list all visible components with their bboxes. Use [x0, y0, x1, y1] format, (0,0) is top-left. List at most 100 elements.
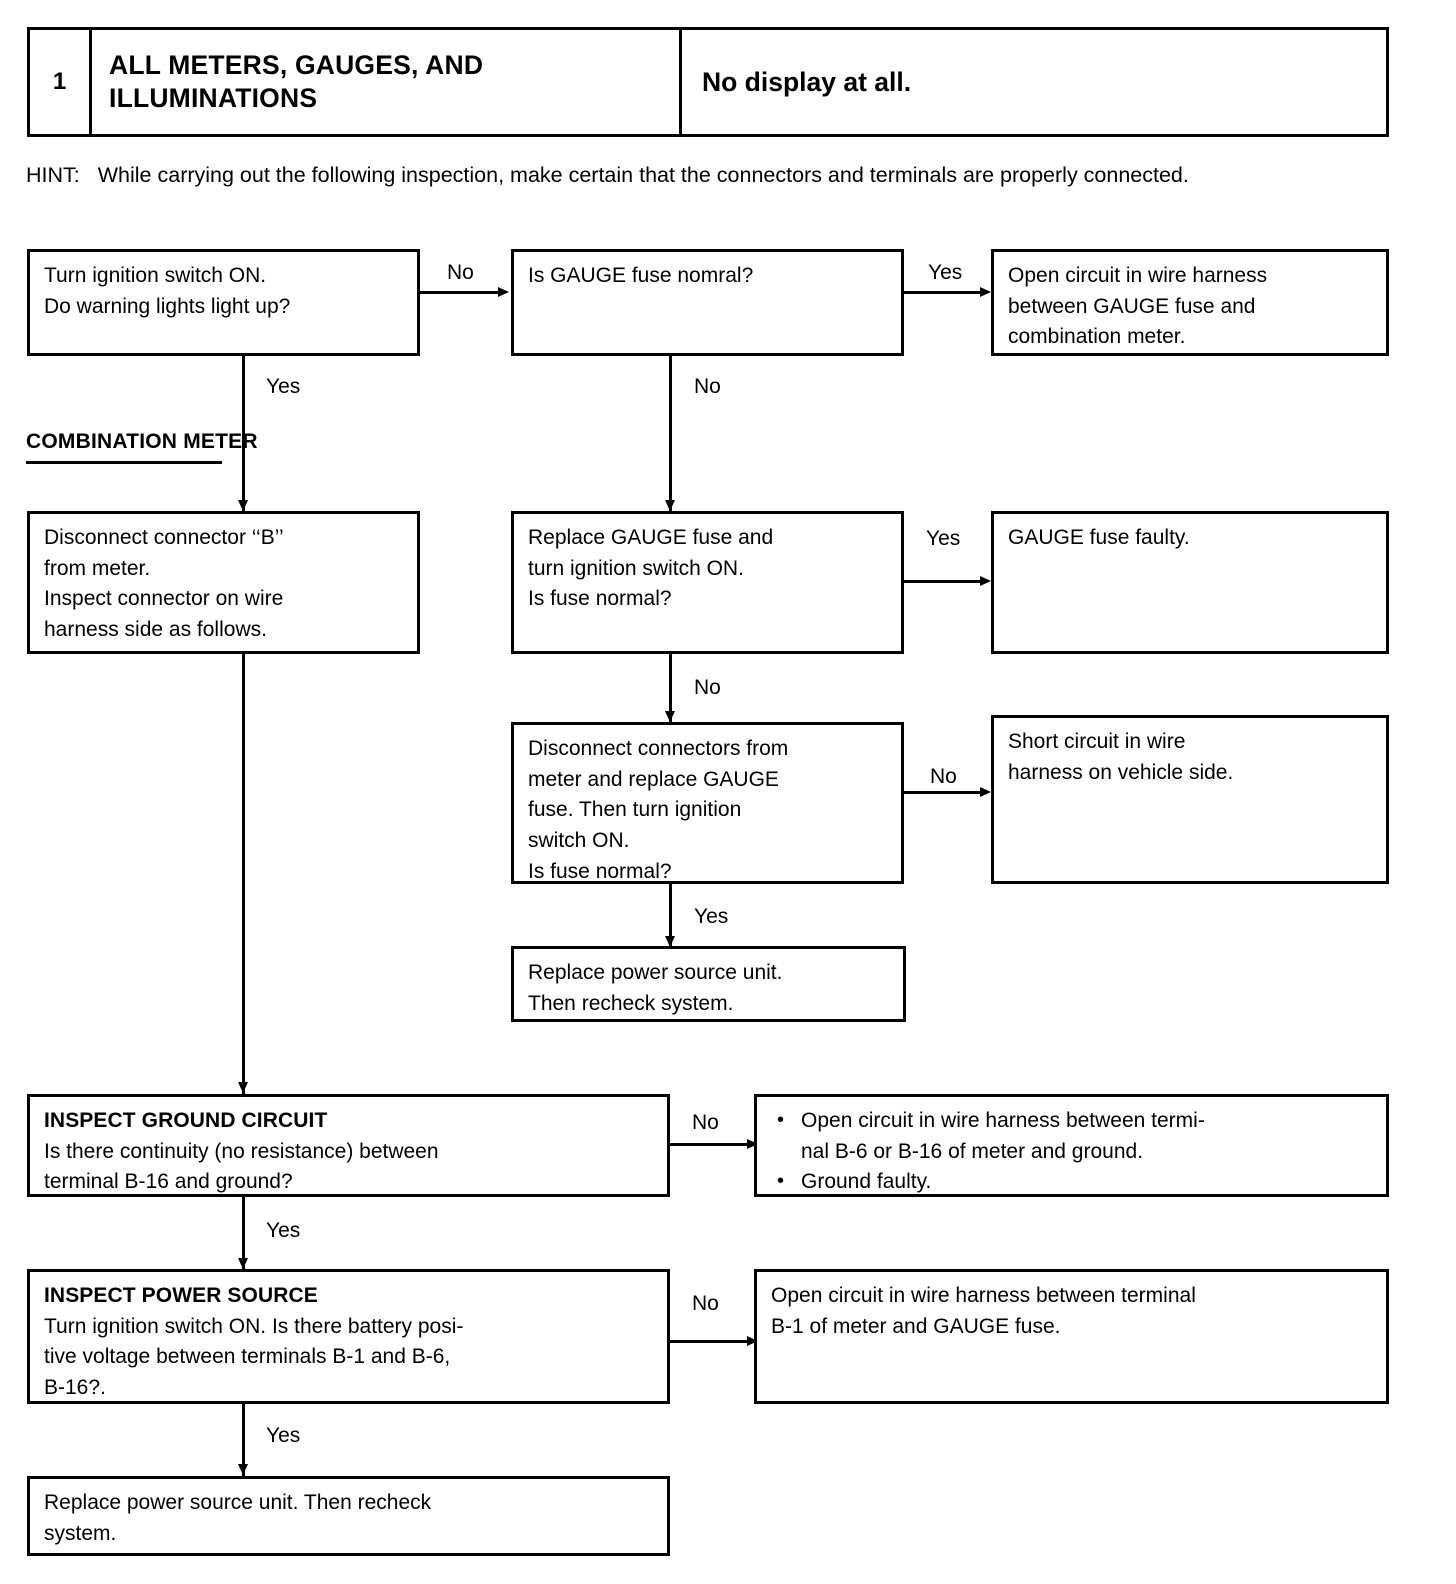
box-line: Disconnect connectors from	[528, 737, 789, 760]
arrowhead-b12-to-b14	[238, 1464, 248, 1475]
list-item-line: nal B-6 or B-16 of meter and ground.	[801, 1139, 1144, 1163]
box-line: Is GAUGE fuse nomral?	[528, 264, 754, 287]
edge-label-yes-b5-b6: Yes	[926, 527, 961, 550]
bullet-icon: •	[777, 1170, 785, 1193]
edge-label-no-b10-b11: No	[692, 1111, 719, 1134]
connector-b4-to-b10	[242, 654, 245, 1094]
edge-label-yes-b10-b12: Yes	[266, 1219, 301, 1242]
edge-label-no-b2-b5: No	[694, 375, 721, 398]
box-line: Replace power source unit.	[528, 961, 783, 984]
box-line: Replace power source unit. Then recheck	[44, 1491, 432, 1514]
connector-b12-to-b13	[670, 1340, 747, 1343]
box-title: INSPECT GROUND CIRCUIT	[44, 1109, 328, 1132]
box-line: Is fuse normal?	[528, 587, 672, 611]
box-line: Is there continuity (no resistance) betw…	[44, 1139, 439, 1163]
connector-b1-to-b4	[242, 356, 245, 511]
box-disconnect-connector-b-from-meter: Disconnect connector ‘‘B’’ from meter. I…	[27, 511, 420, 654]
box-replace-gauge-fuse-turn-ignition: Replace GAUGE fuse and turn ignition swi…	[511, 511, 904, 654]
connector-b7-to-b9	[669, 884, 672, 946]
box-replace-power-source-unit-final: Replace power source unit. Then recheck …	[27, 1476, 670, 1556]
step-number-cell: 1	[30, 30, 92, 134]
box-open-circuit-gauge-fuse-combination-meter: Open circuit in wire harness between GAU…	[991, 249, 1389, 356]
section-label-combination-meter: COMBINATION METER	[26, 428, 258, 465]
box-line: Then recheck system.	[528, 991, 734, 1015]
box-replace-power-source-unit-recheck: Replace power source unit. Then recheck …	[511, 946, 906, 1022]
arrowhead-b1-to-b2	[498, 287, 509, 297]
arrowhead-b5-to-b6	[980, 576, 991, 586]
box-inspect-ground-circuit: INSPECT GROUND CIRCUIT Is there continui…	[27, 1094, 670, 1197]
system-title-line-2: ILLUMINATIONS	[109, 83, 318, 113]
box-short-circuit-vehicle-side: Short circuit in wire harness on vehicle…	[991, 715, 1389, 884]
arrowhead-b2-to-b5	[665, 500, 675, 511]
connector-b7-to-b8	[904, 791, 980, 794]
box-line: combination meter.	[1008, 325, 1186, 349]
connector-b12-to-b14	[242, 1404, 245, 1476]
list-item-line: Ground faulty.	[801, 1170, 932, 1194]
edge-label-no-b1-b2: No	[447, 261, 474, 284]
section-label-line-1: COMBINATION	[26, 430, 178, 453]
box-line: from meter.	[44, 556, 151, 580]
box-gauge-fuse-faulty: GAUGE fuse faulty.	[991, 511, 1389, 654]
box-line: Open circuit in wire harness	[1008, 264, 1268, 287]
arrowhead-b5-to-b7	[665, 711, 675, 722]
box-line: Turn ignition switch ON. Is there batter…	[44, 1314, 464, 1338]
fault-list: • Open circuit in wire harness between t…	[771, 1106, 1374, 1198]
arrowhead-b4-to-b10	[238, 1082, 248, 1093]
box-line: Do warning lights light up?	[44, 294, 291, 318]
edge-label-no-b5-b7: No	[694, 676, 721, 699]
list-item: • Open circuit in wire harness between t…	[771, 1106, 1374, 1167]
section-label-line-2: METER	[183, 430, 258, 453]
connector-b5-to-b6	[904, 580, 980, 583]
list-item: • Ground faulty.	[771, 1167, 1374, 1198]
bullet-icon: •	[777, 1109, 785, 1131]
box-line: tive voltage between terminals B-1 and B…	[44, 1345, 451, 1369]
box-line: B-1 of meter and GAUGE fuse.	[771, 1314, 1061, 1338]
edge-label-no-b12-b13: No	[692, 1292, 719, 1315]
box-line: fuse. Then turn ignition	[528, 798, 742, 822]
box-line: harness side as follows.	[44, 617, 267, 641]
box-line: Replace GAUGE fuse and	[528, 526, 774, 549]
box-title: INSPECT POWER SOURCE	[44, 1284, 318, 1307]
box-inspect-power-source: INSPECT POWER SOURCE Turn ignition switc…	[27, 1269, 670, 1404]
arrowhead-b7-to-b9	[665, 936, 675, 947]
box-line: meter and replace GAUGE	[528, 767, 779, 791]
arrowhead-b1-to-b4	[238, 500, 248, 511]
list-item-line: Open circuit in wire harness between ter…	[801, 1109, 1205, 1132]
connector-b2-to-b5	[669, 356, 672, 511]
box-line: GAUGE fuse faulty.	[1008, 526, 1190, 549]
box-line: Inspect connector on wire	[44, 587, 284, 611]
connector-b1-to-b2	[420, 291, 498, 294]
arrowhead-b10-to-b11	[747, 1139, 758, 1149]
symptom-header-table: 1 ALL METERS, GAUGES, AND ILLUMINATIONS …	[27, 27, 1389, 137]
arrowhead-b2-to-b3	[980, 287, 991, 297]
connector-b2-to-b3	[904, 291, 980, 294]
connector-b10-to-b12	[242, 1197, 245, 1269]
system-title-line-1: ALL METERS, GAUGES, AND	[109, 49, 484, 80]
box-line: system.	[44, 1521, 117, 1545]
symptom-cell: No display at all.	[702, 66, 912, 97]
box-open-circuit-or-ground-faulty: • Open circuit in wire harness between t…	[754, 1094, 1389, 1197]
box-line: Open circuit in wire harness between ter…	[771, 1284, 1196, 1307]
edge-label-yes-b12-b14: Yes	[266, 1424, 301, 1447]
arrowhead-b7-to-b8	[980, 787, 991, 797]
box-line: terminal B-16 and ground?	[44, 1170, 293, 1194]
edge-label-yes-b2-b3: Yes	[928, 261, 963, 284]
section-label-underline	[26, 461, 222, 465]
box-line: B-16?.	[44, 1375, 106, 1399]
system-title-cell: ALL METERS, GAUGES, AND ILLUMINATIONS	[92, 30, 682, 134]
box-line: switch ON.	[528, 828, 630, 852]
box-line: turn ignition switch ON.	[528, 556, 744, 580]
edge-label-yes-b7-b9: Yes	[694, 905, 729, 928]
box-disconnect-connectors-replace-gauge-fuse: Disconnect connectors from meter and rep…	[511, 722, 904, 884]
box-line: Short circuit in wire	[1008, 730, 1186, 753]
box-line: between GAUGE fuse and	[1008, 294, 1256, 318]
arrowhead-b12-to-b13	[747, 1336, 758, 1346]
connector-b10-to-b11	[670, 1143, 747, 1146]
box-line: Is fuse normal?	[528, 859, 672, 883]
edge-label-yes-b1-b4: Yes	[266, 375, 301, 398]
hint-text: While carrying out the following inspect…	[97, 163, 1189, 187]
hint-paragraph: HINT:While carrying out the following in…	[26, 160, 1406, 191]
edge-label-no-b7-b8: No	[930, 765, 957, 788]
box-is-gauge-fuse-normal: Is GAUGE fuse nomral?	[511, 249, 904, 356]
